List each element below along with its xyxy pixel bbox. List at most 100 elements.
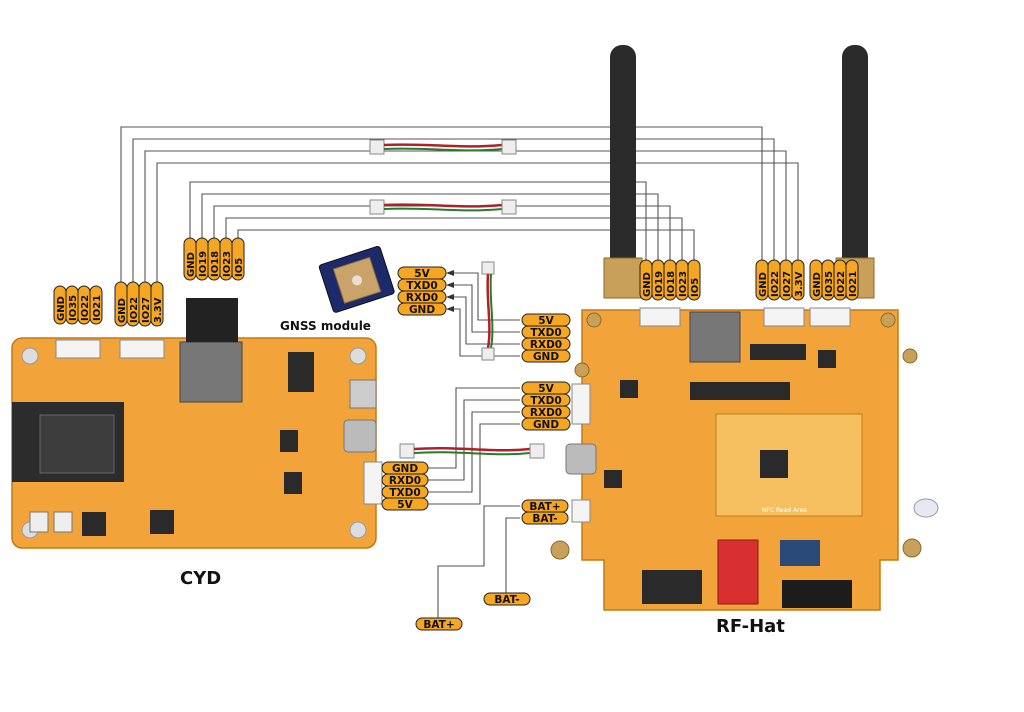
cyd-uart-pin-rxd0: RXD0 bbox=[381, 473, 429, 487]
rfhat-gnss-pin-rxd0: RXD0 bbox=[521, 337, 571, 351]
rfhat-left-pin-gnd: GND bbox=[639, 259, 653, 301]
rfhat-left-pin-io23: IO23 bbox=[675, 259, 689, 301]
battery-pin-bat: BAT+ bbox=[415, 617, 463, 631]
cyd-board bbox=[11, 298, 383, 549]
jst-connector-3 bbox=[363, 461, 383, 505]
rfhat-gnss-pin-5v: 5V bbox=[521, 313, 571, 327]
rfhat-middle-pin-gnd: GND bbox=[755, 259, 769, 301]
rfhat-uart-pin-gnd: GND bbox=[521, 417, 571, 431]
rfhat-gnss-pin-label: RXD0 bbox=[530, 339, 562, 351]
rfhat-middle-pin-label: 3.3V bbox=[794, 271, 805, 297]
rfhat-right-pin-label: IO22 bbox=[836, 271, 847, 297]
battery-pin-bat: BAT- bbox=[483, 592, 531, 606]
rfhat-bat-pin-bat: BAT- bbox=[521, 511, 569, 525]
micro-usb-port bbox=[349, 379, 377, 409]
jst-connector-2 bbox=[119, 339, 165, 359]
cyd-middle-pin-33v: 3.3V bbox=[150, 281, 164, 327]
antenna-left bbox=[610, 45, 636, 275]
jst-cable-gnss bbox=[481, 261, 495, 361]
cyd-top-pin-io18: IO18 bbox=[207, 237, 221, 281]
gnss-pin-rxd0: RXD0 bbox=[397, 290, 447, 304]
jst-cable-uart bbox=[399, 443, 545, 459]
gnss-pin-txd0: TXD0 bbox=[397, 278, 447, 292]
nfc-read-area bbox=[715, 413, 863, 517]
cyd-left-pin-io35: IO35 bbox=[65, 285, 79, 325]
cyd-top-pin-label: IO23 bbox=[222, 251, 233, 277]
rf-hat-caption: RF-Hat bbox=[716, 616, 785, 637]
cyd-uart-pin-5v: 5V bbox=[381, 497, 429, 511]
rfhat-right-pin-io21: IO21 bbox=[845, 259, 859, 301]
rfhat-right-pin-gnd: GND bbox=[809, 259, 823, 301]
cyd-uart-pin-label: 5V bbox=[397, 499, 413, 511]
rfhat-left-pin-label: IO5 bbox=[690, 278, 701, 297]
rfhat-left-pin-label: IO18 bbox=[666, 271, 677, 297]
cyd-top-pin-label: GND bbox=[186, 252, 197, 277]
cyd-top-pin-label: IO18 bbox=[210, 251, 221, 277]
cyd-middle-pin-label: 3.3V bbox=[153, 297, 164, 323]
cyd-left-pin-label: GND bbox=[56, 296, 67, 321]
cyd-top-pin-io19: IO19 bbox=[195, 237, 209, 281]
rfhat-right-pin-label: IO35 bbox=[824, 271, 835, 297]
cyd-uart-pin-txd0: TXD0 bbox=[381, 485, 429, 499]
cyd-left-pin-label: IO21 bbox=[92, 295, 103, 321]
rfhat-right-pin-io35: IO35 bbox=[821, 259, 835, 301]
cyd-middle-pin-label: IO22 bbox=[129, 297, 140, 323]
rfhat-left-pin-label: GND bbox=[642, 272, 653, 297]
rfhat-uart-pin-label: GND bbox=[533, 419, 559, 431]
gnss-module bbox=[318, 245, 395, 313]
cyd-top-pin-label: IO5 bbox=[234, 258, 245, 277]
cyd-top-pin-io23: IO23 bbox=[219, 237, 233, 281]
gnss-pin-gnd: GND bbox=[397, 302, 447, 316]
battery-pin-label: BAT+ bbox=[423, 619, 454, 631]
rfhat-uart-pin-5v: 5V bbox=[521, 381, 571, 395]
cyd-left-pin-gnd: GND bbox=[53, 285, 67, 325]
rfhat-middle-pin-label: IO22 bbox=[770, 271, 781, 297]
rfhat-left-pin-label: IO23 bbox=[678, 271, 689, 297]
cyd-uart-pin-label: TXD0 bbox=[389, 487, 420, 499]
usb-c-port bbox=[343, 419, 377, 453]
rfhat-middle-pin-label: IO27 bbox=[782, 271, 793, 297]
cyd-caption: CYD bbox=[180, 568, 221, 589]
rfhat-middle-pin-label: GND bbox=[758, 272, 769, 297]
gnss-pin-label: TXD0 bbox=[406, 280, 437, 292]
rfhat-gnss-pin-gnd: GND bbox=[521, 349, 571, 363]
gnss-pin-label: 5V bbox=[414, 268, 430, 280]
antenna-right bbox=[842, 45, 868, 275]
battery-pin-label: BAT- bbox=[494, 594, 519, 606]
cyd-left-pin-label: IO22 bbox=[80, 295, 91, 321]
cyd-left-pin-io21: IO21 bbox=[89, 285, 103, 325]
rfhat-gnss-pin-label: TXD0 bbox=[530, 327, 561, 339]
rfhat-gnss-pin-label: GND bbox=[533, 351, 559, 363]
cyd-uart-pin-label: RXD0 bbox=[389, 475, 421, 487]
gnss-pin-label: RXD0 bbox=[406, 292, 438, 304]
cyd-middle-pin-gnd: GND bbox=[114, 281, 128, 327]
cyd-middle-pin-label: IO27 bbox=[141, 297, 152, 323]
jst-cable-middle bbox=[369, 199, 517, 215]
rfhat-uart-pin-label: 5V bbox=[538, 383, 554, 395]
rf-hat-board: NFC Read Area bbox=[550, 45, 939, 611]
jst-connector-1 bbox=[55, 339, 101, 359]
rfhat-right-pin-io22: IO22 bbox=[833, 259, 847, 301]
rfhat-uart-pin-txd0: TXD0 bbox=[521, 393, 571, 407]
sd-card-slot bbox=[179, 341, 243, 403]
cyd-middle-pin-io27: IO27 bbox=[138, 281, 152, 327]
rfhat-gnss-pin-label: 5V bbox=[538, 315, 554, 327]
jst-cable-top bbox=[369, 139, 517, 155]
cyd-middle-pin-label: GND bbox=[117, 298, 128, 323]
rfhat-right-pin-label: GND bbox=[812, 272, 823, 297]
gnss-pin-label: GND bbox=[409, 304, 435, 316]
gnss-pin-5v: 5V bbox=[397, 266, 447, 280]
rfhat-left-pin-io5: IO5 bbox=[687, 259, 701, 301]
cyd-top-pin-gnd: GND bbox=[183, 237, 197, 281]
rfhat-gnss-pin-txd0: TXD0 bbox=[521, 325, 571, 339]
wire-gnss bbox=[448, 272, 520, 357]
cyd-uart-pin-gnd: GND bbox=[381, 461, 429, 475]
gnss-arrows bbox=[446, 270, 454, 312]
rfhat-bat-pin-bat: BAT+ bbox=[521, 499, 569, 513]
cyd-top-pin-io5: IO5 bbox=[231, 237, 245, 281]
rfhat-left-pin-label: IO19 bbox=[654, 271, 665, 297]
wire-battery bbox=[437, 505, 520, 618]
rfhat-middle-pin-io27: IO27 bbox=[779, 259, 793, 301]
cyd-middle-pin-io22: IO22 bbox=[126, 281, 140, 327]
